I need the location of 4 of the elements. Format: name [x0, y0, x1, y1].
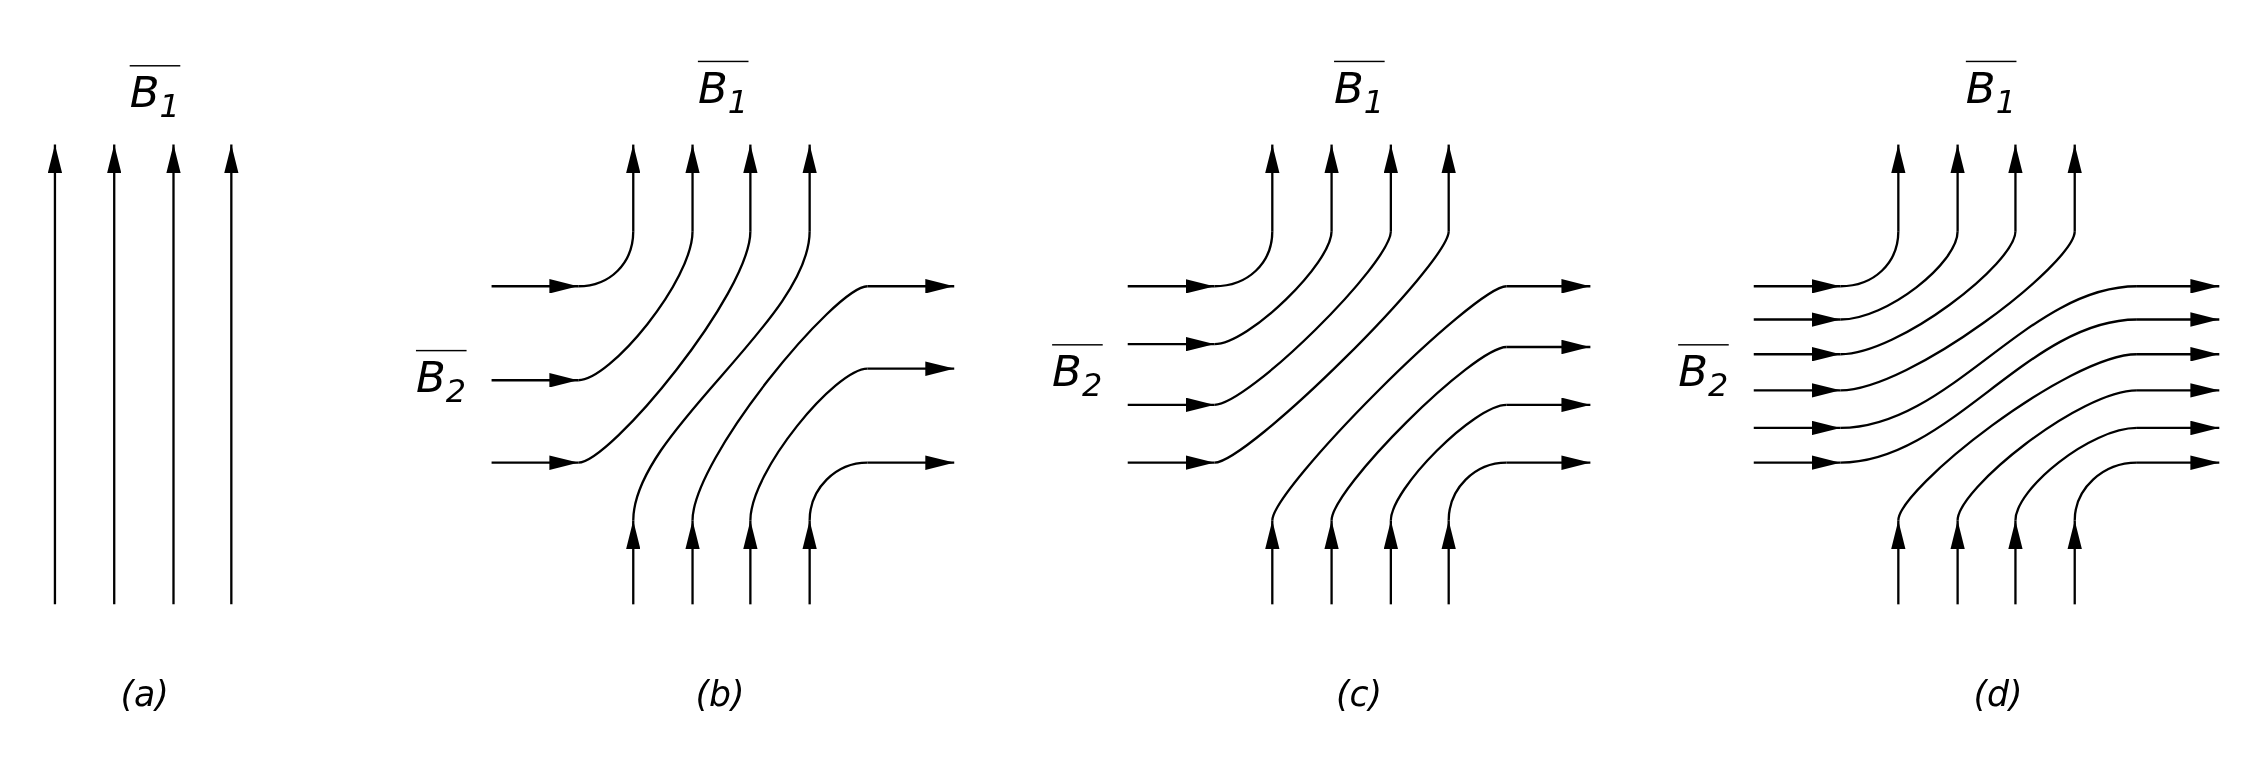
panel-caption: (d): [1973, 676, 2023, 712]
panel-caption: (c): [1336, 676, 1383, 712]
panel-caption: (a): [120, 676, 169, 712]
panel-caption: (b): [695, 676, 745, 712]
